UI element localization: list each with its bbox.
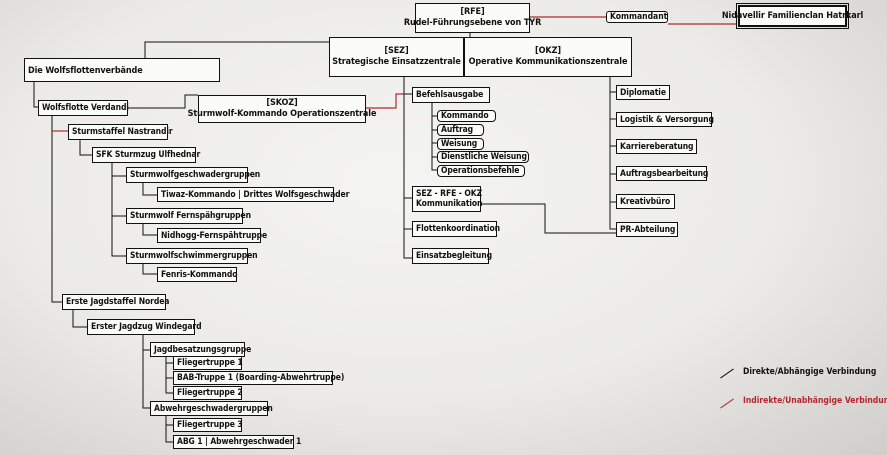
link-abwehr-flieger [165, 416, 173, 443]
okz-tag: [OKZ] [535, 46, 561, 56]
rfe-label: Rudel-Führungsebene von TYR [403, 18, 542, 28]
link-nastrandir-ulfhednar [79, 140, 92, 156]
flottenkoord-box: Flottenkoordination [412, 221, 500, 237]
skoz-label: Sturmwolf-Kommando Operationszentrale [187, 109, 377, 119]
jagdbesatzung-box: Jagdbesatzungsgruppe [150, 342, 251, 357]
tiwaz-box: Tiwaz-Kommando | Drittes Wolfsgeschwader [157, 187, 349, 202]
weisung-box: Weisung [437, 138, 484, 150]
fernspaeh-box: Sturmwolf Fernspähgruppen [126, 208, 251, 224]
okz-label: Operative Kommunikationszentrale [468, 57, 628, 67]
link-sez-verbaende [144, 41, 329, 58]
windegard-box: Erster Jagdzug Windegard [87, 319, 202, 335]
legend-indirect-label: Indirekte/Unabhängige Verbindung [743, 396, 887, 406]
link-verbaende-verdandi [33, 81, 38, 108]
link-schwimm-fenris [142, 264, 157, 275]
link-komm-pr [481, 203, 616, 234]
abwehrgeschwader-box: Abwehrgeschwadergruppen [150, 401, 273, 416]
nidavellir-box: Nidavellir Familienclan Hatrkarl [722, 3, 863, 29]
abg1-box: ABG 1 | Abwehrgeschwader 1 [173, 435, 301, 449]
karriere-box: Karriereberatung [616, 139, 697, 154]
link-fern-nidhogg [142, 224, 157, 236]
operationsbefehle-box: Operationsbefehle [437, 165, 525, 177]
fenris-box: Fenris-Kommando [157, 267, 238, 282]
verdandi-box: Wolfsflotte Verdandi [38, 100, 129, 116]
link-verdandi-nastrandir [51, 116, 62, 303]
rfe-box: [RFE] Rudel-Führungsebene von TYR [404, 3, 541, 33]
ulfhednar-box: SFK Sturmzug Ulfhednar [92, 147, 200, 163]
link-jagd-flieger [165, 357, 173, 394]
logistik-box: Logistik & Versorgung [616, 112, 714, 127]
skoz-tag: [SKOZ] [266, 98, 298, 108]
pr-box: PR-Abteilung [616, 222, 678, 237]
link-verdandi-skoz [128, 94, 198, 109]
kommando-box: Kommando [437, 110, 496, 122]
link-okz-right [609, 76, 616, 230]
link-sez-center [403, 76, 412, 259]
kommandant-label: Kommandant [606, 11, 668, 23]
okz-box: [OKZ] Operative Kommunikationszentrale [464, 37, 632, 77]
flieger2-box: Fliegertruppe 2 [173, 386, 243, 400]
kreativbuero-box: Kreativbüro [616, 194, 675, 209]
nidavellir-label: Nidavellir Familienclan Hatrkarl [721, 10, 864, 21]
link-ulfhednar-groups [111, 163, 126, 257]
link-nordea-windegard [72, 310, 87, 328]
skoz-box: [SKOZ] Sturmwolf-Kommando Operationszent… [188, 95, 376, 123]
sez-box: [SEZ] Strategische Einsatzzentrale [329, 37, 464, 77]
nordea-box: Erste Jagdstaffel Nordea [62, 294, 169, 310]
flieger1-box: Fliegertruppe 1 [173, 356, 243, 370]
einsatzbegleitung-box: Einsatzbegleitung [412, 248, 492, 264]
flieger3-box: Fliegertruppe 3 [173, 418, 243, 432]
link-sturm-tiwaz [142, 183, 157, 196]
sezkomm-box: SEZ - RFE - OKZ Kommunikation [412, 186, 483, 212]
link-befehl-sub [431, 103, 437, 171]
sturmgeschwader-box: Sturmwolfgeschwadergruppen [126, 167, 260, 183]
schwimmer-box: Sturmwolfschwimmergruppen [126, 248, 258, 264]
nastrandir-box: Sturmstaffel Nastrandir [68, 124, 173, 140]
rfe-tag: [RFE] [460, 7, 485, 17]
link-windegard-groups [142, 335, 150, 409]
bab-box: BAB-Truppe 1 (Boarding-Abwehrtruppe) [173, 371, 344, 385]
link-skoz-okz [366, 93, 404, 109]
sezkomm-line2: Kommunikation [416, 199, 483, 209]
sezkomm-line1: SEZ - RFE - OKZ [416, 189, 483, 199]
diplomatie-box: Diplomatie [616, 85, 670, 100]
auftrag-box: Auftrag [437, 124, 484, 136]
sez-label: Strategische Einsatzzentrale [332, 57, 461, 67]
legend-direct-label: Direkte/Abhängige Verbindung [743, 367, 877, 377]
dienstliche-box: Dienstliche Weisung [437, 151, 529, 163]
sez-tag: [SEZ] [384, 46, 409, 56]
nidhogg-box: Nidhogg-Fernspähtruppe [157, 228, 267, 243]
befehlsausgabe-box: Befehlsausgabe [412, 87, 490, 103]
auftragsbearbeitung-box: Auftragsbearbeitung [616, 166, 708, 181]
wolfsflottenverbaende-box: Die Wolfsflottenverbände [24, 58, 220, 82]
